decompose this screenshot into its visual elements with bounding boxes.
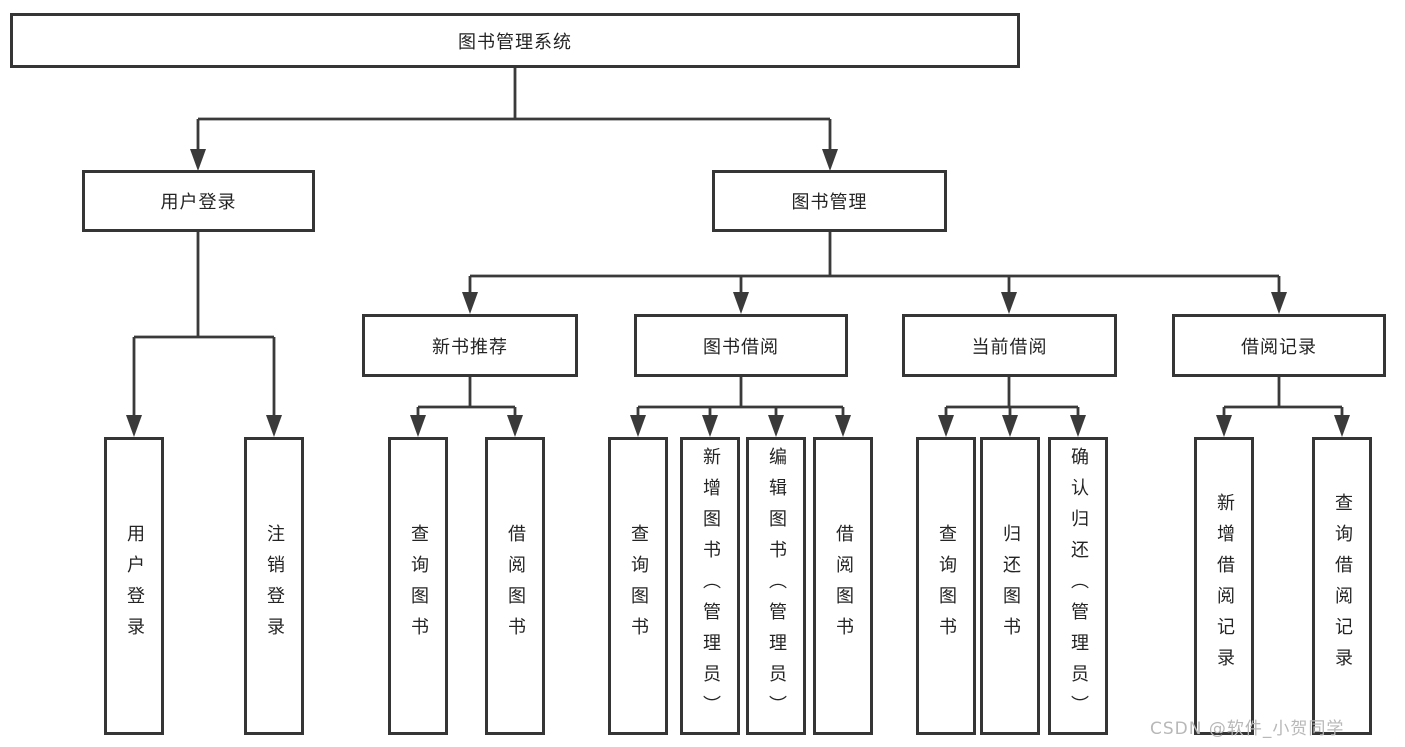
node-label: 图书借阅 (703, 336, 779, 358)
node-label: 当前借阅 (971, 336, 1048, 358)
node-library-management-system: 图书管理系统 (10, 13, 1020, 68)
csdn-watermark: CSDN @软件_小贺同学 (1150, 719, 1345, 739)
node-book-management: 图书管理 (712, 170, 947, 232)
edge-bookmgmt-to-level3 (468, 232, 1281, 293)
leaf-query-books-borrowing: 查询图书 (608, 437, 668, 735)
edge-borrowing-to-leaves (636, 377, 845, 416)
edge-root-to-level2 (196, 68, 832, 150)
leaf-label: 新增图书（管理员） (700, 446, 721, 726)
leaf-label: 借阅图书 (833, 524, 854, 648)
leaf-label: 借阅图书 (505, 524, 526, 648)
node-label: 用户登录 (160, 192, 237, 213)
leaf-return-books: 归还图书 (980, 437, 1040, 735)
leaf-add-book-admin: 新增图书（管理员） (680, 437, 740, 735)
leaf-label: 查询图书 (936, 524, 957, 648)
leaf-logout: 注销登录 (244, 437, 304, 735)
edge-current-to-leaves (944, 377, 1080, 416)
node-user-login: 用户登录 (82, 170, 315, 232)
leaf-borrow-books-borrowing: 借阅图书 (813, 437, 873, 735)
leaf-label: 用户登录 (124, 524, 145, 648)
leaf-borrow-books-recommend: 借阅图书 (485, 437, 545, 735)
node-label: 借阅记录 (1241, 336, 1317, 358)
edge-userlogin-to-leaves (132, 232, 276, 416)
leaf-query-books-recommend: 查询图书 (388, 437, 448, 735)
node-new-book-recommend: 新书推荐 (362, 314, 578, 377)
leaf-label: 编辑图书（管理员） (766, 446, 787, 726)
leaf-label: 归还图书 (1000, 524, 1021, 648)
leaf-label: 确认归还（管理员） (1068, 446, 1089, 726)
node-borrowing-records: 借阅记录 (1172, 314, 1386, 377)
leaf-label: 注销登录 (264, 524, 285, 648)
leaf-query-borrow-record: 查询借阅记录 (1312, 437, 1372, 735)
leaf-confirm-return-admin: 确认归还（管理员） (1048, 437, 1108, 735)
edge-records-to-leaves (1222, 377, 1344, 416)
leaf-edit-book-admin: 编辑图书（管理员） (746, 437, 806, 735)
leaf-label: 新增借阅记录 (1214, 493, 1235, 679)
leaf-query-books-current: 查询图书 (916, 437, 976, 735)
node-current-borrowing: 当前借阅 (902, 314, 1117, 377)
leaf-user-login: 用户登录 (104, 437, 164, 735)
node-label: 新书推荐 (432, 336, 508, 358)
node-label: 图书管理系统 (458, 31, 572, 53)
leaf-label: 查询图书 (408, 524, 429, 648)
edge-recommend-to-leaves (416, 377, 517, 416)
leaf-add-borrow-record: 新增借阅记录 (1194, 437, 1254, 735)
leaf-label: 查询借阅记录 (1332, 493, 1353, 679)
node-book-borrowing: 图书借阅 (634, 314, 848, 377)
node-label: 图书管理 (791, 192, 868, 213)
leaf-label: 查询图书 (628, 524, 649, 648)
